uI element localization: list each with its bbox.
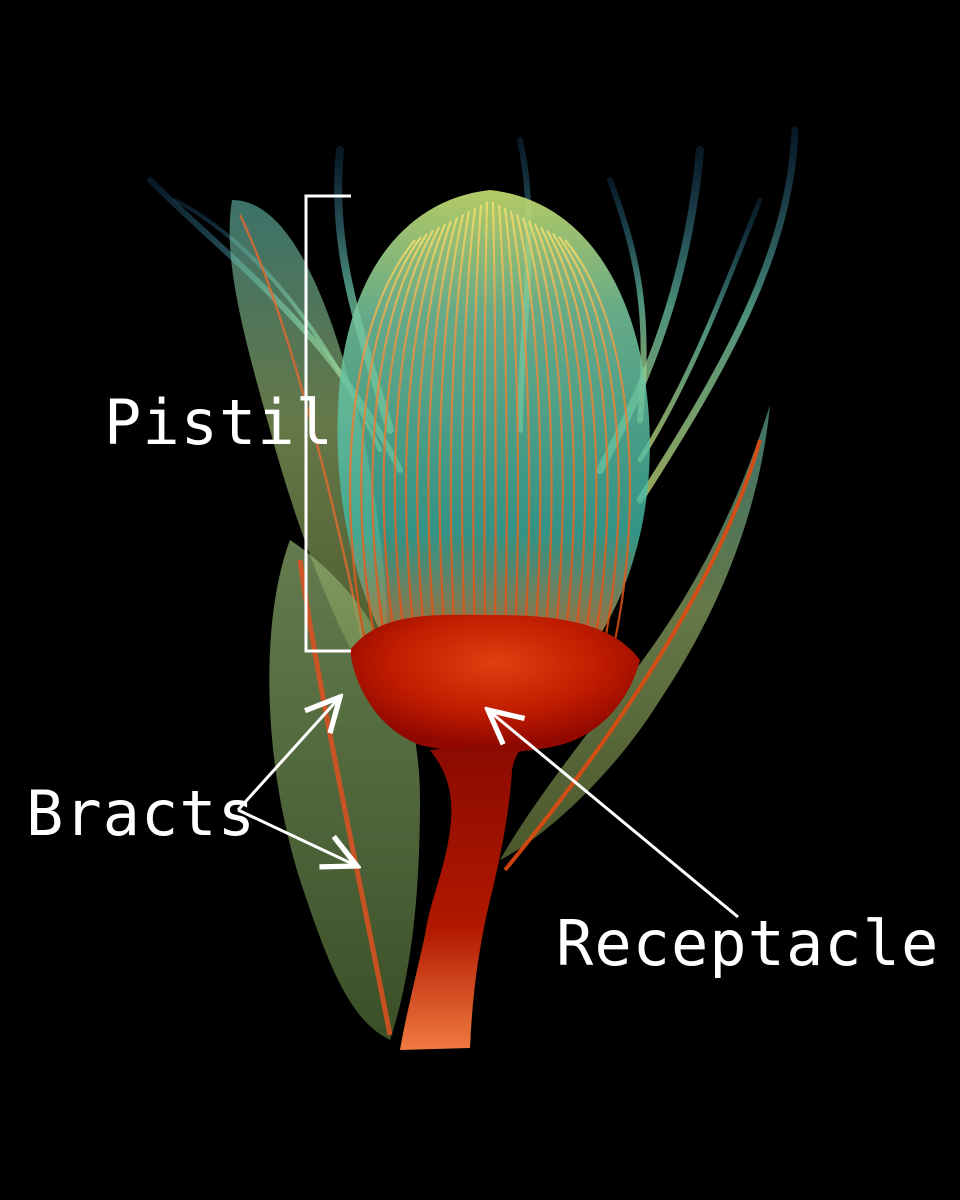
bracts-arrow-upper bbox=[236, 697, 340, 812]
lower-left-bract-midrib bbox=[297, 559, 393, 1036]
receptacle-shape bbox=[350, 614, 640, 753]
pistil-filament bbox=[527, 220, 564, 641]
pistil-filament bbox=[564, 239, 632, 641]
pistil-filament bbox=[483, 201, 489, 641]
bracts-label: Bracts bbox=[26, 777, 256, 850]
pistil-filament bbox=[460, 207, 477, 641]
pistil-filament bbox=[360, 236, 422, 641]
pistil-filament bbox=[515, 214, 542, 641]
pistil-filament bbox=[533, 223, 576, 641]
pistil-filament bbox=[371, 232, 428, 641]
pistil-filament bbox=[540, 226, 587, 641]
pistil-filaments bbox=[348, 201, 632, 641]
receptacle-arrow bbox=[488, 710, 739, 919]
pistil-filament bbox=[497, 204, 508, 641]
pistil-filament bbox=[382, 229, 434, 641]
pistil-bracket bbox=[304, 194, 351, 653]
pistil-label: Pistil bbox=[104, 386, 334, 459]
receptacle-label: Receptacle bbox=[556, 907, 940, 980]
pistil-filament bbox=[449, 211, 471, 641]
pistil-filament bbox=[503, 207, 520, 641]
pistil-filament bbox=[427, 217, 459, 641]
pistil-filament bbox=[404, 223, 447, 641]
bracts-arrow-lower bbox=[237, 808, 357, 866]
pistil-filament bbox=[509, 211, 531, 641]
pistil-filament bbox=[546, 229, 598, 641]
pistil-filament bbox=[521, 217, 553, 641]
pistil-filament bbox=[393, 226, 440, 641]
pistil-filament bbox=[416, 220, 453, 641]
right-bract-midrib bbox=[503, 439, 762, 872]
pistil-filament bbox=[558, 236, 620, 641]
pistil-filament bbox=[348, 239, 416, 641]
pistil-filament bbox=[438, 214, 465, 641]
pistil-filament bbox=[552, 232, 609, 641]
stem bbox=[400, 742, 530, 1050]
pistil-filament bbox=[491, 201, 497, 641]
pistil-filament bbox=[472, 204, 483, 641]
